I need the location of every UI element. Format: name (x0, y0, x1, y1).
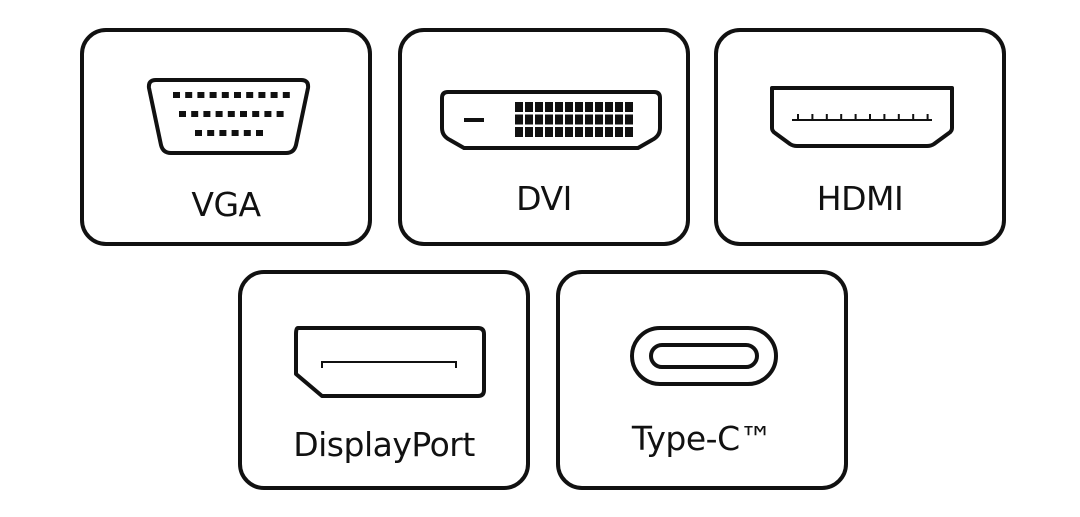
vga-pin (243, 130, 251, 136)
dvi-pin (565, 102, 573, 112)
dvi-pin (615, 102, 623, 112)
vga-pin (219, 130, 227, 136)
connector-card-dvi: DVI (398, 28, 690, 246)
dvi-pin (525, 102, 533, 112)
vga-pin (234, 92, 241, 98)
dvi-pin (555, 127, 563, 137)
connector-label-displayport: DisplayPort (293, 425, 475, 464)
connector-card-hdmi: HDMI (714, 28, 1006, 246)
type-c-tongue (649, 343, 759, 369)
vga-pin (276, 111, 284, 117)
vga-pin (264, 111, 272, 117)
dvi-pin (565, 127, 573, 137)
vga-pin (185, 92, 193, 98)
vga-pin (227, 111, 235, 117)
connector-label-vga: VGA (191, 185, 261, 224)
displayport-port-icon (294, 326, 486, 398)
vga-pin (207, 130, 215, 136)
vga-pin (246, 92, 254, 98)
vga-pin (258, 92, 266, 98)
vga-pin (231, 130, 239, 136)
vga-pin (197, 92, 205, 98)
dvi-pin (535, 127, 543, 137)
dvi-pin (585, 127, 593, 137)
dvi-pin (595, 127, 603, 137)
dvi-shell-outline (440, 90, 662, 150)
dvi-pin (535, 102, 543, 112)
dvi-pin (625, 102, 633, 112)
dvi-pin (515, 102, 523, 112)
connector-label-hdmi: HDMI (816, 179, 904, 218)
dvi-pin (605, 127, 613, 137)
dvi-pin (625, 127, 633, 137)
vga-shell-outline (146, 78, 311, 155)
dvi-pin (565, 114, 573, 125)
usb-type-c-port-icon (630, 326, 778, 386)
displayport-shell-outline (294, 326, 486, 398)
vga-pin (203, 111, 211, 117)
connector-card-displayport: DisplayPort (238, 270, 530, 490)
hdmi-shell-outline (770, 86, 954, 148)
vga-pin (270, 92, 278, 98)
hdmi-port-icon (770, 86, 954, 148)
dvi-pin (545, 114, 553, 125)
dvi-pin (585, 102, 593, 112)
dvi-pin (575, 127, 583, 137)
vga-pin (221, 92, 229, 98)
dvi-pin (585, 114, 593, 125)
type-c-shell-outline (630, 326, 778, 386)
connector-card-type-c: Type-C™ (556, 270, 848, 490)
vga-port-icon (146, 78, 311, 155)
dvi-pin (515, 127, 523, 137)
dvi-pin (605, 102, 613, 112)
displayport-pin-line (321, 361, 457, 368)
dvi-flat-pin (464, 118, 484, 122)
vga-pin (215, 111, 223, 117)
connector-label-type-c: Type-C™ (631, 419, 773, 458)
dvi-pin (605, 114, 613, 125)
dvi-pin (615, 114, 623, 125)
dvi-pin (625, 114, 633, 125)
vga-pin (240, 111, 247, 117)
connector-card-vga: VGA (80, 28, 372, 246)
vga-pin (173, 92, 180, 98)
dvi-port-icon (440, 90, 662, 150)
vga-pin (195, 130, 202, 136)
dvi-pin (545, 102, 553, 112)
dvi-pin (615, 127, 623, 137)
vga-pin (256, 130, 263, 136)
dvi-pin (555, 114, 563, 125)
connector-label-dvi: DVI (516, 179, 572, 218)
vga-pin (252, 111, 260, 117)
vga-pin (282, 92, 290, 98)
dvi-pin (595, 102, 603, 112)
dvi-pin (515, 114, 523, 125)
vga-pin (209, 92, 217, 98)
dvi-pin (525, 127, 533, 137)
dvi-pin (545, 127, 553, 137)
dvi-pin (575, 102, 583, 112)
vga-pin (191, 111, 199, 117)
dvi-pin (535, 114, 543, 125)
dvi-pin (525, 114, 533, 125)
dvi-pin (555, 102, 563, 112)
vga-pin (179, 111, 186, 117)
dvi-pin (575, 114, 583, 125)
dvi-pin (595, 114, 603, 125)
